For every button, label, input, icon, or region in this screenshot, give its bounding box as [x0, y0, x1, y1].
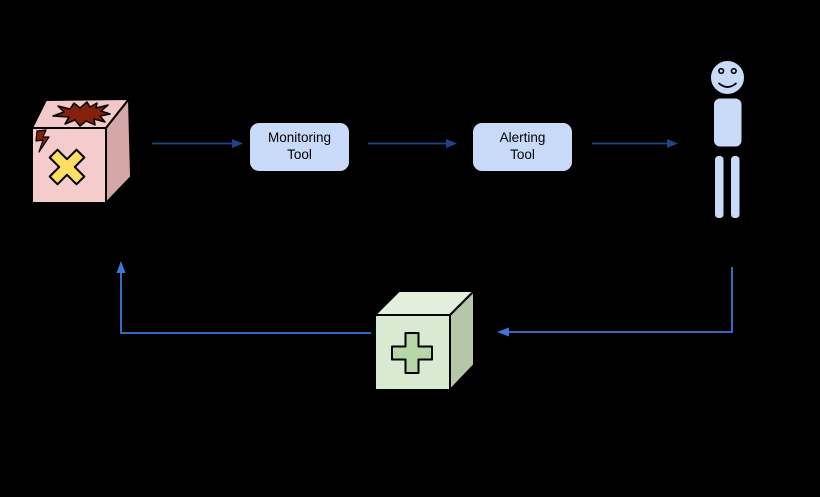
broken-system-cube — [31, 98, 132, 204]
person-leg-left — [713, 154, 726, 220]
arrow-fix-to-system — [116, 261, 371, 334]
connector-line — [508, 267, 733, 333]
plus-icon — [391, 332, 433, 374]
monitoring-tool-label: Monitoring Tool — [267, 130, 332, 162]
fix-cube — [374, 290, 475, 391]
error-x-icon — [48, 148, 86, 186]
arrow-person-to-fix — [497, 267, 733, 337]
person-head — [709, 59, 746, 96]
arrowhead-right-icon — [446, 139, 457, 148]
connector-line — [120, 272, 371, 334]
arrowhead-left-icon — [497, 327, 509, 337]
alerting-tool-node: Alerting Tool — [472, 122, 573, 172]
arrow-system-to-monitoring — [152, 139, 243, 148]
explosion-icon — [52, 101, 111, 127]
lightning-icon — [35, 129, 50, 153]
person-eye-right — [730, 67, 737, 75]
person-torso — [712, 96, 744, 149]
arrowhead-up-icon — [116, 261, 126, 273]
monitoring-tool-node: Monitoring Tool — [249, 122, 350, 172]
person-leg-right — [729, 154, 742, 220]
person-eye-left — [718, 67, 725, 75]
arrowhead-right-icon — [667, 139, 678, 148]
alerting-tool-label: Alerting Tool — [499, 130, 546, 162]
arrow-monitoring-to-alerting — [368, 139, 457, 148]
person-smile — [717, 82, 738, 88]
person-figure — [709, 59, 746, 220]
arrowhead-right-icon — [232, 139, 243, 148]
arrow-alerting-to-person — [592, 139, 678, 148]
